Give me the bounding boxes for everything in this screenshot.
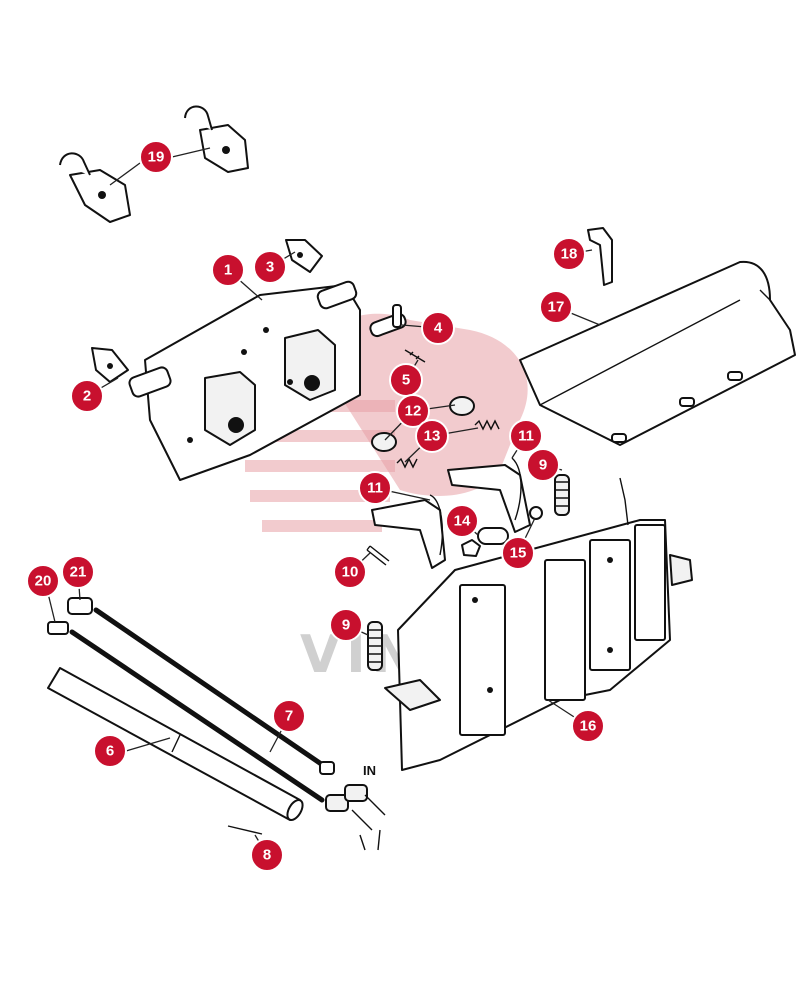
callout-2: 2: [70, 379, 104, 413]
callout-1: 1: [211, 253, 245, 287]
callout-18: 18: [552, 237, 586, 271]
part-7-cables: [69, 607, 386, 851]
callout-12-label: 12: [405, 403, 422, 420]
part-14-bushing: [461, 527, 509, 557]
part-5-clip: [404, 349, 426, 363]
callouts: 1 2 3 4 5 6 7 8 9 9 10 11 11 12 13: [26, 140, 605, 872]
callout-10-label: 10: [342, 564, 359, 581]
part-11-latch-levers: [371, 457, 531, 569]
part-15-washer: [529, 506, 543, 520]
callout-11-right: 11: [509, 419, 543, 453]
direction-label-in: IN: [363, 763, 376, 778]
callout-20-label: 20: [35, 573, 52, 590]
callout-20: 20: [26, 564, 60, 598]
callout-8: 8: [250, 838, 284, 872]
part-3-bracket: [285, 239, 323, 273]
callout-11-left: 11: [358, 471, 392, 505]
callout-21: 21: [61, 555, 95, 589]
part-20-21-cable-ends: [47, 597, 93, 635]
callout-7-label: 7: [285, 708, 293, 725]
callout-6-label: 6: [106, 743, 114, 760]
callout-21-label: 21: [70, 564, 87, 581]
callout-3-label: 3: [266, 259, 274, 276]
callout-8-label: 8: [263, 847, 271, 864]
part-17-guard: [519, 260, 796, 446]
callout-14-label: 14: [454, 513, 471, 530]
callout-13: 13: [415, 419, 449, 453]
part-19-cable-clamps: [59, 105, 249, 223]
callout-7: 7: [272, 699, 306, 733]
callout-4: 4: [421, 311, 455, 345]
callout-4-label: 4: [434, 320, 443, 337]
callout-16: 16: [571, 709, 605, 743]
part-18-bracket: [587, 227, 613, 286]
callout-13-label: 13: [424, 428, 441, 445]
callout-9-lower-label: 9: [342, 617, 350, 634]
part-12-knobs: [371, 396, 475, 452]
part-4-pin: [369, 304, 407, 338]
callout-10: 10: [333, 555, 367, 589]
part-13-springs: [396, 419, 500, 469]
callout-17-label: 17: [548, 299, 565, 316]
callout-19: 19: [139, 140, 173, 174]
callout-16-label: 16: [580, 718, 597, 735]
callout-9-upper-label: 9: [539, 457, 547, 474]
callout-17: 17: [539, 290, 573, 324]
callout-6: 6: [93, 734, 127, 768]
callout-15-label: 15: [510, 545, 527, 562]
callout-5-label: 5: [402, 372, 410, 389]
callout-11-right-label: 11: [518, 428, 534, 445]
callout-3: 3: [253, 250, 287, 284]
callout-9-upper: 9: [526, 448, 560, 482]
part-10-rod: [366, 545, 390, 566]
callout-15: 15: [501, 536, 535, 570]
callout-14: 14: [445, 504, 479, 538]
callout-5: 5: [389, 363, 423, 397]
callout-2-label: 2: [83, 388, 91, 405]
callout-12: 12: [396, 394, 430, 428]
part-1-mounting-plate: [128, 280, 361, 481]
part-9-springs: [367, 474, 570, 671]
callout-11-left-label: 11: [367, 480, 383, 497]
callout-18-label: 18: [561, 246, 578, 263]
part-8-pin: [227, 825, 263, 835]
part-6-shaft: [47, 667, 304, 821]
callout-9-lower: 9: [329, 608, 363, 642]
callout-1-label: 1: [224, 262, 232, 279]
part-16-fork-frame: [384, 477, 693, 771]
callout-19-label: 19: [148, 149, 165, 166]
